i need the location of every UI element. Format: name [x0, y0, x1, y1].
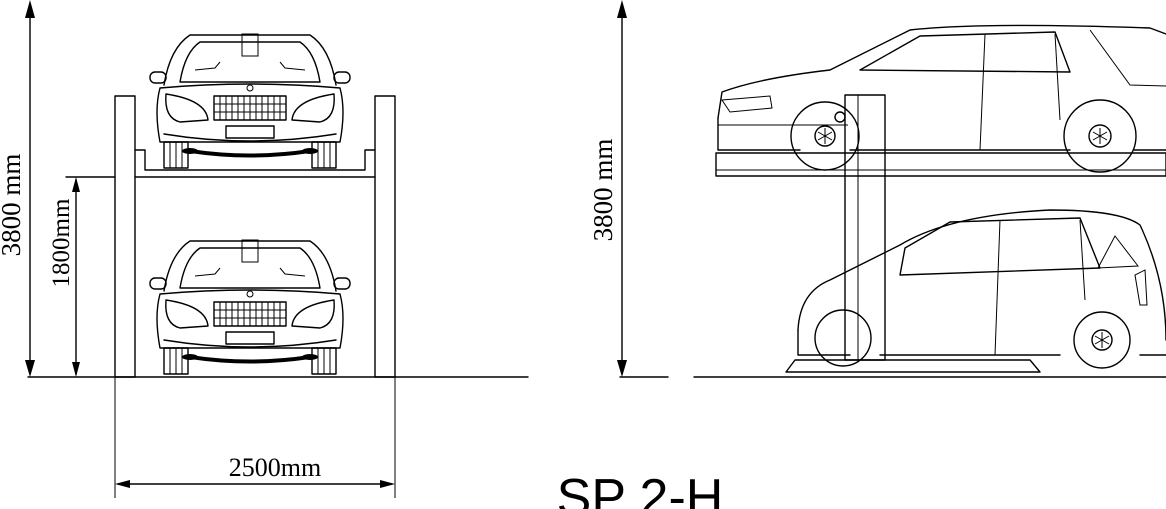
arrow-down-icon — [25, 360, 35, 377]
arrow-up-icon — [72, 177, 80, 192]
side-base-plate — [785, 359, 1041, 373]
dim-side-height-label: 3800 mm — [588, 139, 618, 242]
arrow-up-icon — [25, 0, 35, 18]
dim-lower-height-label: 1800mm — [48, 198, 75, 287]
side-upper-car — [717, 24, 1166, 173]
front-view: 3800 mm 1800mm 2500mm — [0, 0, 529, 498]
arrow-right-icon — [380, 480, 395, 488]
arrow-down-icon — [617, 360, 627, 377]
dim-width-label: 2500mm — [229, 453, 321, 482]
side-lower-car — [797, 209, 1166, 369]
arrow-up-icon — [617, 0, 627, 18]
arrow-down-icon — [72, 362, 80, 377]
side-view: 3800 mm — [588, 0, 1166, 378]
model-label: SP 2-H — [557, 469, 724, 509]
arrow-left-icon — [115, 480, 130, 488]
dim-total-height-label: 3800 mm — [0, 154, 26, 257]
side-upper-platform — [715, 152, 1166, 177]
upper-platform — [134, 149, 376, 171]
right-post — [374, 95, 396, 378]
front-upper-car — [149, 33, 351, 169]
front-lower-car — [149, 239, 351, 375]
left-post — [114, 95, 136, 378]
